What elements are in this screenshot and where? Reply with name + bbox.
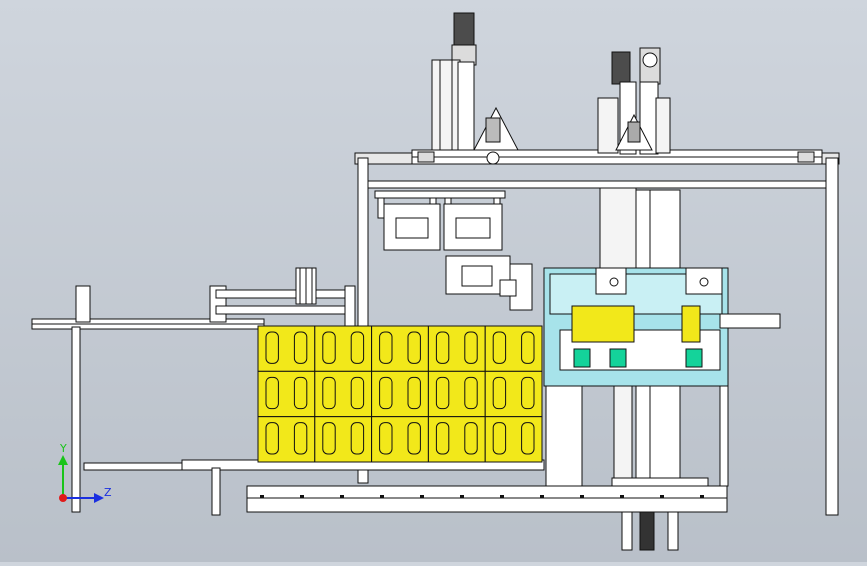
infeed-conveyor <box>31 267 356 513</box>
rail-bolts <box>260 495 704 498</box>
coordinate-triad: Y Z <box>58 442 112 503</box>
crate <box>427 416 486 463</box>
rotary-station <box>543 267 781 487</box>
crate-stack <box>257 325 543 463</box>
y-axis-arrow-icon <box>58 455 68 465</box>
origin-marker <box>59 494 67 502</box>
z-axis-arrow-icon <box>94 493 104 503</box>
crate <box>257 370 316 418</box>
gantry-frame <box>354 149 840 516</box>
crate <box>371 325 429 372</box>
z-axis-actuator-right <box>597 47 671 155</box>
crate <box>484 325 543 372</box>
z-axis-label: Z <box>104 486 112 499</box>
gripper-head <box>374 190 533 311</box>
crate <box>314 370 373 418</box>
y-axis-label: Y <box>59 442 67 455</box>
crate <box>484 416 543 463</box>
crate <box>427 325 486 372</box>
crate <box>257 325 316 372</box>
crate <box>371 416 429 463</box>
crate <box>314 325 373 372</box>
crate <box>484 370 543 418</box>
outfeed-bed <box>83 459 728 516</box>
crate <box>314 416 373 463</box>
crate <box>371 370 429 418</box>
z-axis-actuator-left <box>431 12 519 165</box>
crate <box>427 370 486 418</box>
crate <box>257 416 316 463</box>
